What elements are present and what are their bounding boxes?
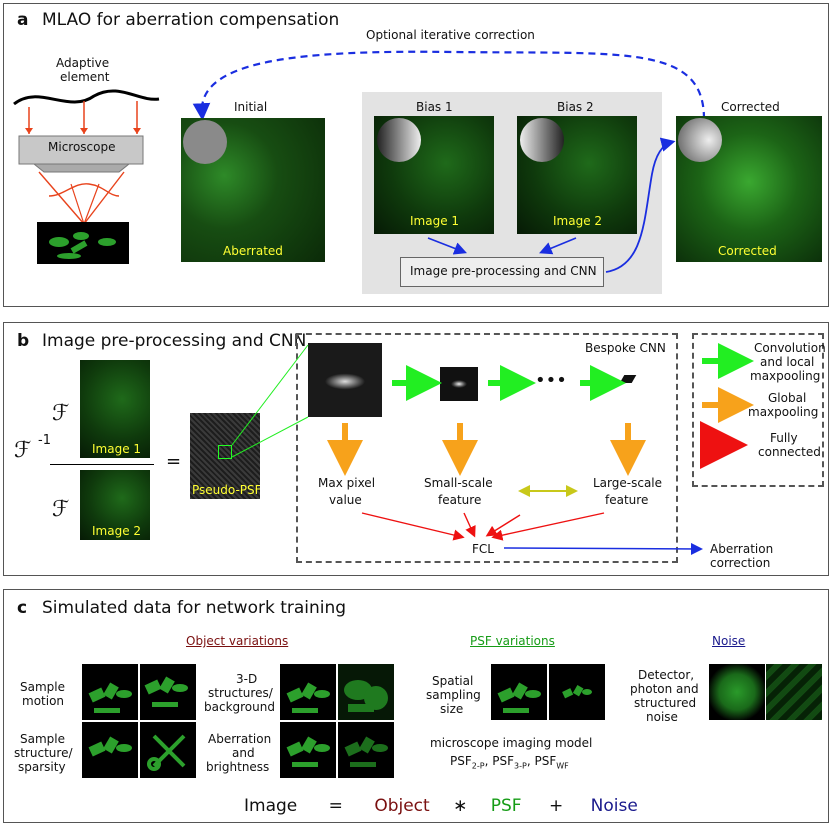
aberr-tile-2 [338, 722, 394, 778]
sparsity-tile-2 [140, 722, 196, 778]
aberr-tile-1 [280, 722, 336, 778]
structures-label-1: 3-D [236, 672, 257, 686]
legend-fc-2: connected [758, 445, 821, 459]
legend-global-2: maxpooling [748, 405, 818, 419]
noise-label-1: Detector, [638, 668, 694, 682]
image-equation: Image = Object ∗ PSF + Noise [244, 796, 638, 816]
legend-conv-3: maxpooling [750, 369, 820, 383]
panel-c: c Simulated data for network training Ob… [3, 589, 829, 823]
aberr-label-3: brightness [206, 760, 269, 774]
legend-fc-1: Fully [770, 431, 798, 445]
eq-object: Object [374, 796, 429, 816]
motion-label-2: motion [22, 694, 64, 708]
noise-tile-1 [709, 664, 765, 720]
panel-c-title: Simulated data for network training [42, 598, 346, 618]
legend-arrows [4, 323, 828, 575]
aberr-label-2: and [232, 746, 255, 760]
eq-equals: = [329, 796, 343, 816]
eq-convolution: ∗ [453, 796, 467, 816]
structures-label-3: background [204, 700, 275, 714]
legend-conv-2: and local [760, 355, 814, 369]
legend-conv-1: Convolution [754, 341, 826, 355]
object-heading: Object variations [186, 634, 288, 648]
legend-global-1: Global [768, 391, 806, 405]
corrected-image: Corrected [676, 116, 822, 262]
sparsity-label-2: structure/ [14, 746, 73, 760]
structures-tile-1 [280, 664, 336, 720]
eq-image: Image [244, 796, 297, 816]
noise-tile-2 [766, 664, 822, 720]
corrected-wavefront-disk [678, 118, 722, 162]
sparsity-label-3: sparsity [18, 760, 66, 774]
spatial-label-3: size [440, 702, 463, 716]
eq-noise: Noise [591, 796, 638, 816]
noise-heading: Noise [712, 634, 745, 648]
panel-a: a MLAO for aberration compensation Optio… [3, 3, 829, 307]
sparsity-label-1: Sample [20, 732, 65, 746]
corrected-title: Corrected [721, 100, 780, 114]
sparsity-tile-1 [82, 722, 138, 778]
model-label: microscope imaging model [430, 736, 592, 750]
corrected-caption: Corrected [718, 244, 777, 258]
noise-label-3: structured [634, 696, 696, 710]
psf-heading: PSF variations [470, 634, 555, 648]
spatial-tile-1 [491, 664, 547, 720]
structures-label-2: structures/ [208, 686, 273, 700]
psf-2p: PSF2-P, [450, 754, 488, 768]
eq-psf: PSF [491, 796, 522, 816]
motion-tile-1 [82, 664, 138, 720]
spatial-label-1: Spatial [432, 674, 473, 688]
psf-wf: PSFWF [534, 754, 568, 768]
noise-label-4: noise [646, 710, 678, 724]
psf-types: PSF2-P, PSF3-P, PSFWF [450, 754, 569, 770]
structures-tile-2 [338, 664, 394, 720]
motion-tile-2 [140, 664, 196, 720]
panel-c-label: c [17, 598, 27, 618]
panel-b: b Image pre-processing and CNN ℱ -1 ℱ ℱ … [3, 322, 829, 576]
psf-3p: PSF3-P, [492, 754, 530, 768]
aberr-label-1: Aberration [208, 732, 271, 746]
spatial-tile-2 [549, 664, 605, 720]
spatial-label-2: sampling [426, 688, 481, 702]
motion-label-1: Sample [20, 680, 65, 694]
eq-plus: + [549, 796, 563, 816]
noise-label-2: photon and [630, 682, 699, 696]
